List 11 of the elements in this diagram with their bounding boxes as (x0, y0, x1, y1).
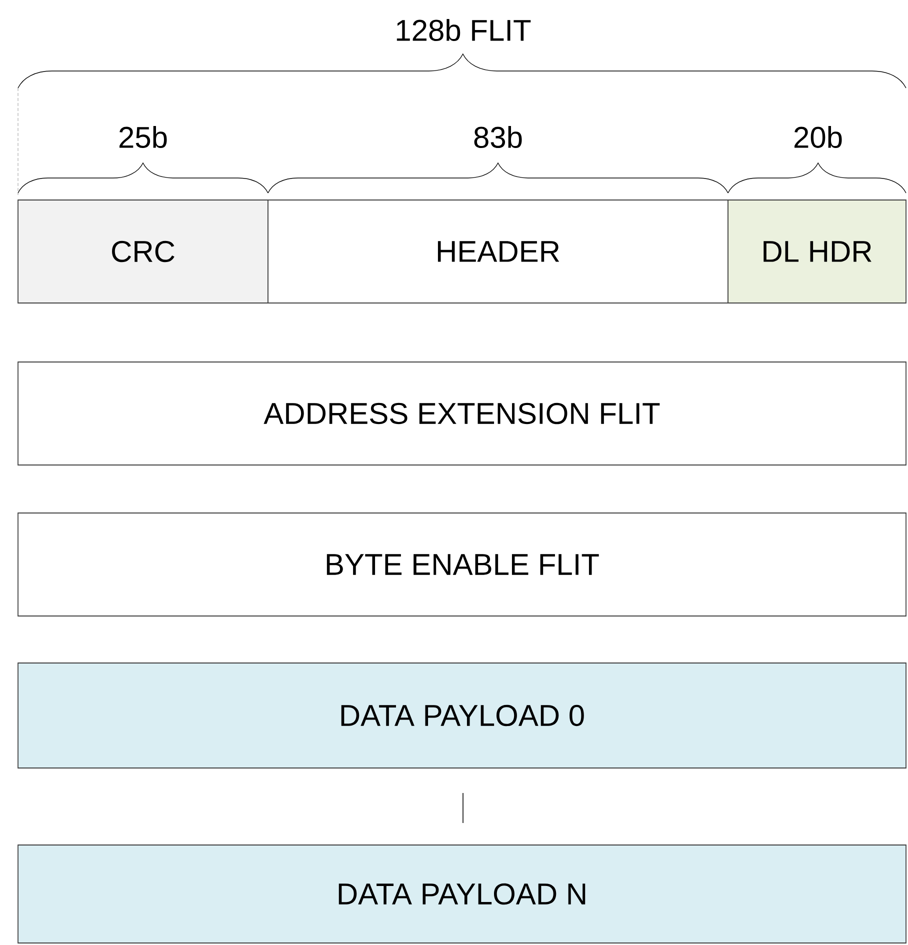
bit-width-label: 128b FLIT (396, 18, 531, 41)
field-box: DL HDR (728, 200, 906, 304)
field-box: ADDRESS EXTENSION FLIT (18, 362, 906, 466)
bit-width-label: 83b (474, 126, 522, 148)
bit-width-label: 25b (119, 126, 167, 148)
field-box: DATA PAYLOAD 0 (18, 662, 906, 768)
field-box: DATA PAYLOAD N (18, 844, 906, 944)
field-box: HEADER (268, 200, 728, 304)
field-box: BYTE ENABLE FLIT (18, 512, 906, 616)
field-box: CRC (18, 200, 268, 304)
bit-width-label: 20b (794, 126, 842, 148)
